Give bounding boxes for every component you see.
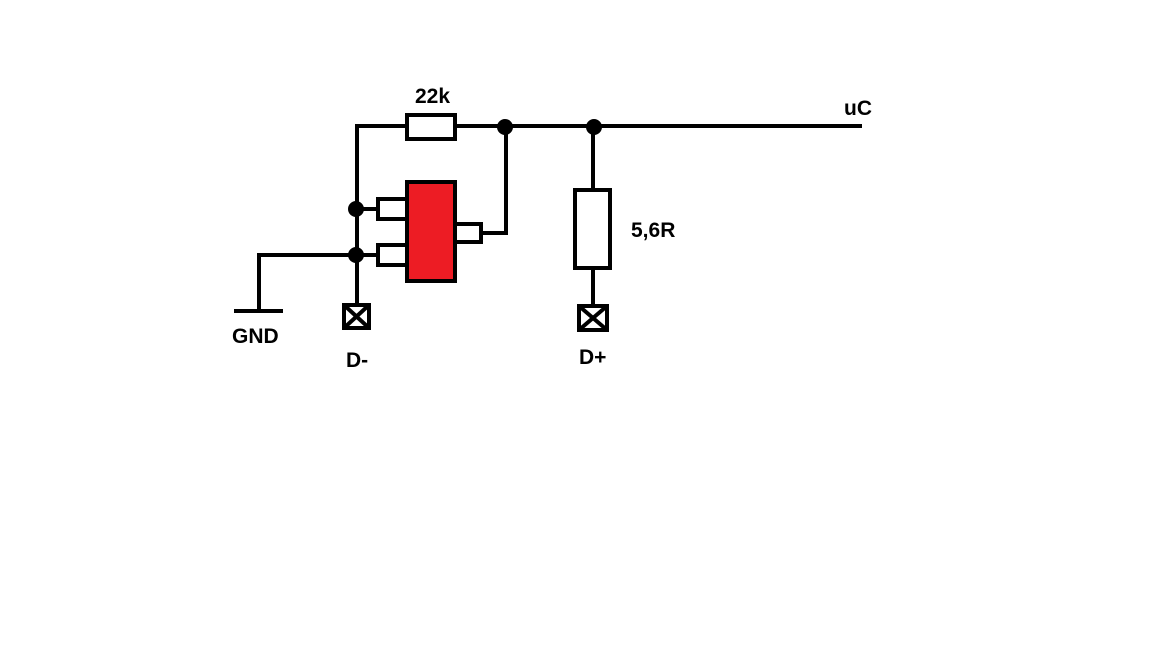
junction-dot — [497, 119, 513, 135]
ic-pin-2 — [376, 243, 409, 267]
junctions — [348, 119, 602, 263]
junction-dot — [348, 201, 364, 217]
terminal-d-plus-icon — [577, 304, 609, 332]
terminal-d-minus-icon — [342, 303, 371, 330]
ic-component — [376, 180, 483, 283]
resistor-5-6r — [573, 188, 612, 270]
label-22k: 22k — [415, 85, 450, 108]
label-d-minus: D- — [346, 349, 368, 372]
wires — [234, 124, 862, 313]
resistor-22k — [405, 113, 457, 141]
label-gnd: GND — [232, 325, 279, 348]
label-uc: uC — [844, 97, 872, 120]
junction-dot — [348, 247, 364, 263]
label-d-plus: D+ — [579, 346, 606, 369]
ic-pin-1 — [376, 197, 409, 221]
label-5-6r: 5,6R — [631, 219, 675, 242]
ic-body — [405, 180, 457, 283]
junction-dot — [586, 119, 602, 135]
ic-pin-3 — [453, 222, 483, 244]
